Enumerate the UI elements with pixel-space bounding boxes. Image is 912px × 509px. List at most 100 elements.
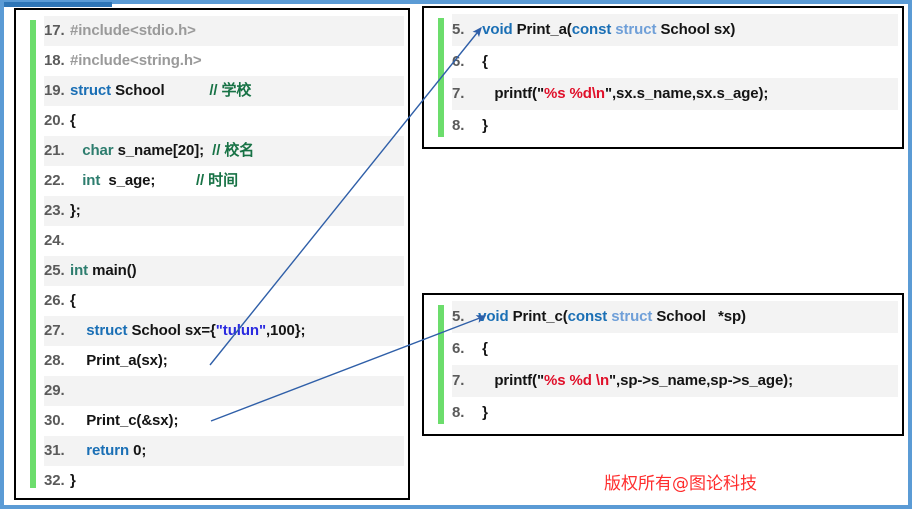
- code-token: {: [70, 292, 76, 309]
- code-token: ",sx.s_name,sx.s_age);: [604, 85, 769, 102]
- line-number: 25.: [44, 262, 65, 279]
- code-line: 19. struct School // 学校: [44, 76, 404, 106]
- line-number: 7.: [452, 372, 465, 389]
- code-line-list: 17.#include<stdio.h> 18. #include<string.h…: [44, 16, 404, 496]
- code-token: // 校名: [212, 142, 255, 159]
- line-number: 18.: [44, 52, 65, 69]
- print-c-function-panel: 5. void Print_c(const struct School *sp)…: [422, 293, 904, 436]
- line-gutter-accent: [438, 18, 444, 137]
- code-token: // 学校: [209, 82, 252, 99]
- code-line-list: 5. void Print_c(const struct School *sp)…: [452, 301, 898, 429]
- code-line: 26. {: [44, 286, 404, 316]
- copyright-watermark: 版权所有@图论科技: [604, 474, 757, 494]
- code-line: 23.};: [44, 196, 404, 226]
- code-token: int: [82, 172, 105, 189]
- code-token: char: [82, 142, 118, 159]
- code-token: School: [115, 82, 165, 99]
- line-number: 30.: [44, 412, 65, 429]
- code-token: [70, 352, 86, 369]
- code-token: }: [70, 472, 76, 489]
- code-token: s_name[20];: [117, 142, 205, 159]
- code-token: [474, 21, 482, 38]
- code-token: printf(": [474, 372, 544, 389]
- code-token: void: [478, 308, 513, 325]
- code-token: [155, 172, 196, 189]
- code-token: {: [70, 112, 76, 129]
- line-gutter-accent: [30, 20, 36, 488]
- code-token: %s %d \n: [543, 372, 610, 389]
- code-token: School sx={: [131, 322, 216, 339]
- code-line: 6. {: [452, 333, 898, 365]
- code-line-list: 5. void Print_a(const struct School sx) 6…: [452, 14, 898, 142]
- code-token: [204, 142, 212, 159]
- line-number: 32.: [44, 472, 65, 489]
- code-line: 18. #include<string.h>: [44, 46, 404, 76]
- line-number: 22.: [44, 172, 65, 189]
- code-token: %s %d\n: [543, 85, 605, 102]
- code-line: 32.}: [44, 466, 404, 496]
- code-line: 17.#include<stdio.h>: [44, 16, 404, 46]
- code-line: 22. int s_age; // 时间: [44, 166, 404, 196]
- line-number: 6.: [452, 53, 465, 70]
- code-line: 28. Print_a(sx);: [44, 346, 404, 376]
- line-number: 7.: [452, 85, 465, 102]
- code-token: struct: [611, 308, 657, 325]
- line-number: 23.: [44, 202, 65, 219]
- code-line: 8. }: [452, 110, 898, 142]
- code-token: "tulun": [215, 322, 266, 339]
- line-number: 26.: [44, 292, 65, 309]
- code-line: 20. {: [44, 106, 404, 136]
- line-number: 27.: [44, 322, 65, 339]
- code-token: printf(": [474, 85, 544, 102]
- code-token: void: [482, 21, 517, 38]
- code-token: [70, 172, 82, 189]
- code-token: const: [571, 21, 616, 38]
- code-token: [70, 412, 86, 429]
- line-number: 19.: [44, 82, 65, 99]
- code-token: int: [70, 262, 93, 279]
- code-token: const: [567, 308, 612, 325]
- code-line: 7. printf("%s %d\n",sx.s_name,sx.s_age);: [452, 78, 898, 110]
- line-number: 29.: [44, 382, 65, 399]
- code-token: [165, 82, 210, 99]
- main-source-panel: 17.#include<stdio.h> 18. #include<string.h…: [14, 8, 410, 500]
- code-token: School *sp): [656, 308, 746, 325]
- line-number: 6.: [452, 340, 465, 357]
- code-line: 5. void Print_a(const struct School sx): [452, 14, 898, 46]
- code-token: struct: [615, 21, 661, 38]
- code-token: struct: [70, 82, 116, 99]
- code-line: 29.: [44, 376, 404, 406]
- code-token: #include<string.h>: [70, 52, 202, 69]
- code-line: 24.: [44, 226, 404, 256]
- code-line: 31. return 0;: [44, 436, 404, 466]
- code-token: s_age;: [104, 172, 156, 189]
- code-token: };: [70, 202, 81, 219]
- code-line: 7. printf("%s %d \n",sp->s_name,sp->s_ag…: [452, 365, 898, 397]
- code-line: 27. struct School sx={"tulun",100};: [44, 316, 404, 346]
- code-line: 8. }: [452, 397, 898, 429]
- code-token: [70, 442, 86, 459]
- code-line: 30. Print_c(&sx);: [44, 406, 404, 436]
- top-accent-bar: [4, 2, 112, 7]
- line-number: 8.: [452, 404, 465, 421]
- line-number: 21.: [44, 142, 65, 159]
- code-token: School sx): [660, 21, 736, 38]
- line-number: 20.: [44, 112, 65, 129]
- code-line: 25. int main(): [44, 256, 404, 286]
- code-token: struct: [86, 322, 132, 339]
- line-number: 28.: [44, 352, 65, 369]
- line-number: 5.: [452, 21, 465, 38]
- code-token: {: [474, 53, 488, 70]
- line-number: 31.: [44, 442, 65, 459]
- code-token: 0;: [133, 442, 147, 459]
- code-token: [70, 142, 82, 159]
- code-token: Print_c(: [512, 308, 568, 325]
- line-number: 8.: [452, 117, 465, 134]
- code-token: Print_c(&sx);: [86, 412, 179, 429]
- code-token: ",sp->s_name,sp->s_age);: [609, 372, 793, 389]
- code-token: main(): [92, 262, 137, 279]
- code-token: }: [474, 404, 488, 421]
- line-number: 24.: [44, 232, 65, 249]
- code-line: 21. char s_name[20]; // 校名: [44, 136, 404, 166]
